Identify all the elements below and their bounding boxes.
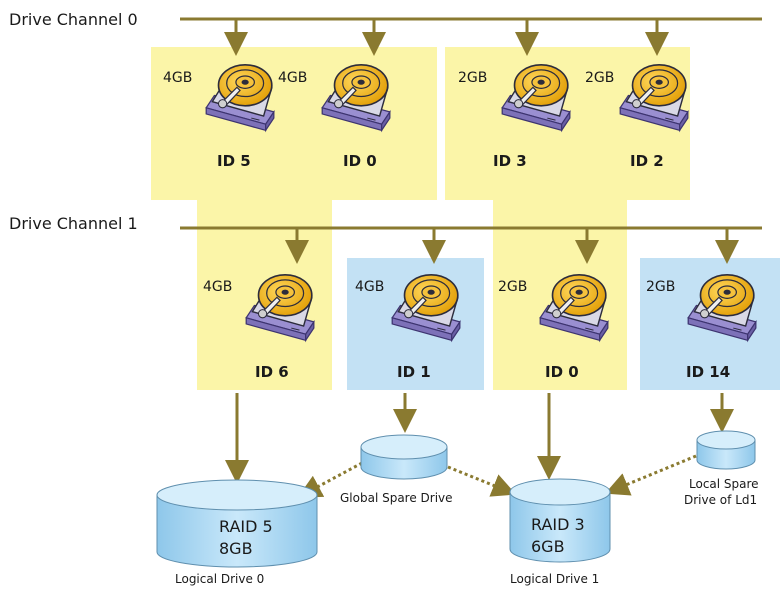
drive-size-label: 2GB xyxy=(585,70,614,86)
drive-ch1-id14: 2GB ID 14 xyxy=(646,273,757,381)
logical-drive-0: RAID 5 8GB Logical Drive 0 xyxy=(156,479,318,586)
drive-size-label: 4GB xyxy=(355,279,384,295)
drive-size-label: 2GB xyxy=(646,279,675,295)
drive-id-label: ID 1 xyxy=(397,363,431,381)
logical-drive-1: RAID 3 6GB Logical Drive 1 xyxy=(509,478,611,586)
drive-size-label: 2GB xyxy=(498,279,527,295)
global-spare-drive: Global Spare Drive xyxy=(340,434,453,505)
global-spare-caption: Global Spare Drive xyxy=(340,491,453,505)
drive-ch0-id2: 2GB ID 2 xyxy=(585,63,689,170)
local-spare-caption-line2: Drive of Ld1 xyxy=(684,493,757,507)
drive-ch1-id0: 2GB ID 0 xyxy=(498,273,609,381)
drive-ch0-id3: 2GB ID 3 xyxy=(458,63,571,170)
drive-size-label: 2GB xyxy=(458,70,487,86)
dotted-local-to-ld1 xyxy=(604,454,697,496)
drive-ch0-id0: 4GB ID 0 xyxy=(278,63,391,170)
channel-0-label: Drive Channel 0 xyxy=(9,10,138,29)
member-panel-group-b xyxy=(445,47,690,390)
dotted-global-to-ld0 xyxy=(297,461,363,498)
drive-id-label: ID 0 xyxy=(343,152,377,170)
logical-drive-size-label: 6GB xyxy=(531,537,565,556)
dotted-global-to-ld1 xyxy=(447,465,517,497)
drive-id-label: ID 14 xyxy=(686,363,730,381)
drive-size-label: 4GB xyxy=(203,279,232,295)
drive-ch1-id1: 4GB ID 1 xyxy=(355,273,461,381)
logical-drive-size-label: 8GB xyxy=(219,539,253,558)
drive-id-label: ID 2 xyxy=(630,152,664,170)
drive-size-label: 4GB xyxy=(278,70,307,86)
logical-drive-caption: Logical Drive 0 xyxy=(175,572,264,586)
local-spare-caption-line1: Local Spare xyxy=(689,477,759,491)
drive-id-label: ID 5 xyxy=(217,152,251,170)
logical-drive-raid-label: RAID 5 xyxy=(219,517,273,536)
channel-1-label: Drive Channel 1 xyxy=(9,214,138,233)
member-panel-group-a xyxy=(151,47,437,390)
drive-ch1-id6: 4GB ID 6 xyxy=(203,273,315,381)
local-spare-drive: Local Spare Drive of Ld1 xyxy=(684,430,759,507)
drive-ch0-id5: 4GB ID 5 xyxy=(163,63,275,170)
drive-id-label: ID 3 xyxy=(493,152,527,170)
logical-drive-caption: Logical Drive 1 xyxy=(510,572,599,586)
drive-id-label: ID 0 xyxy=(545,363,579,381)
logical-drive-raid-label: RAID 3 xyxy=(531,515,585,534)
drive-size-label: 4GB xyxy=(163,70,192,86)
drive-id-label: ID 6 xyxy=(255,363,289,381)
